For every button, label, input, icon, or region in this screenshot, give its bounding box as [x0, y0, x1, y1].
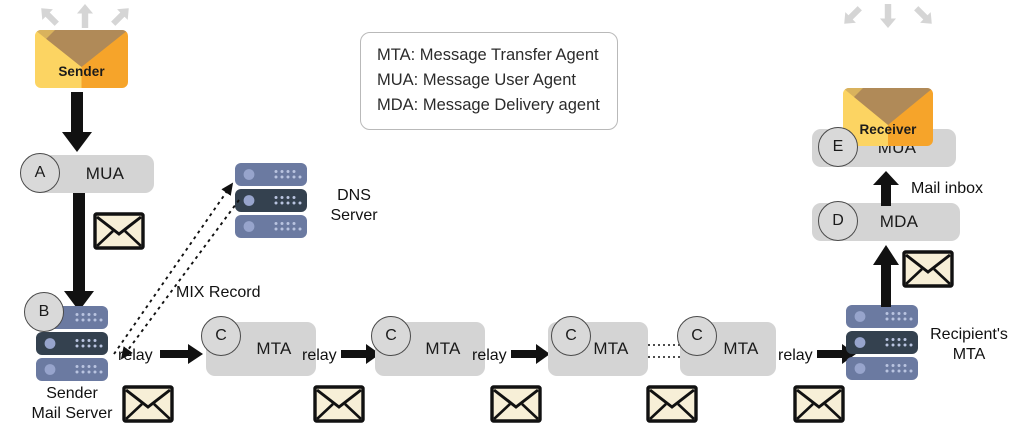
badge-e-text: E: [832, 138, 844, 155]
legend-line-1: MTA: Message Transfer Agent: [377, 46, 599, 64]
envelope-after-mua: [93, 212, 145, 250]
dns-server-label-line1: DNS: [337, 187, 371, 204]
node-mta-2-label: MTA: [425, 339, 461, 358]
badge-c-3-text: C: [565, 327, 577, 344]
relay-label-3: relay: [472, 347, 507, 364]
badge-c-2: C: [371, 316, 411, 356]
mx-record-label: MIX Record: [176, 284, 261, 301]
dns-server-icon: [235, 163, 307, 238]
badge-d: D: [818, 201, 858, 241]
sender-mail-server-icon: [36, 306, 108, 381]
receiver-incoming-arrows: [838, 2, 938, 30]
envelope-mta-4: [793, 385, 845, 423]
arrow-relay-3: [511, 342, 551, 366]
envelope-mta-3: [646, 385, 698, 423]
receiver-envelope-avatar: Receiver: [843, 88, 933, 146]
recipient-mta-label: Recipient's MTA: [922, 325, 1016, 365]
sender-envelope-avatar: Sender: [35, 30, 128, 88]
mta-chain-ellipsis: [648, 340, 680, 362]
legend-line-2: MUA: Message User Agent: [377, 71, 576, 89]
badge-a-text: A: [34, 164, 46, 181]
arrow-mda-to-mua: [871, 170, 901, 206]
recipient-mta-server-icon: [846, 305, 918, 380]
recipient-mta-label-line2: MTA: [952, 346, 986, 363]
sender-label: Sender: [58, 64, 105, 79]
dns-server-label-line2: Server: [330, 207, 378, 224]
sender-envelope-graphic: [35, 30, 128, 88]
badge-c-1: C: [201, 316, 241, 356]
sender-mail-server-label-line2: Mail Server: [31, 405, 113, 422]
sender-mail-server-label: Sender Mail Server: [12, 384, 132, 424]
envelope-mta-2: [490, 385, 542, 423]
mail-inbox-label: Mail inbox: [911, 180, 984, 197]
envelope-sender-mailserver: [122, 385, 174, 423]
node-mta-1-label: MTA: [256, 339, 292, 358]
arrow-mua-to-mailserver: [62, 193, 96, 313]
relay-label-2: relay: [302, 347, 337, 364]
abbreviation-legend: MTA: Message Transfer Agent MUA: Message…: [360, 32, 618, 130]
badge-c-1-text: C: [215, 327, 227, 344]
sender-outgoing-arrows: [33, 2, 138, 30]
dns-server-label: DNS Server: [315, 186, 393, 226]
sender-mail-server-label-line1: Sender: [46, 385, 98, 402]
envelope-recipient-mta: [902, 250, 954, 288]
node-mta-4-label: MTA: [723, 339, 759, 358]
badge-c-4: C: [677, 316, 717, 356]
node-mta-3-label: MTA: [593, 339, 629, 358]
arrow-relay-2: [341, 342, 381, 366]
arrow-relay-1: [160, 342, 204, 366]
arrow-recipientmta-to-mda: [871, 243, 901, 307]
badge-b: B: [24, 292, 64, 332]
arrow-sender-to-mua: [60, 92, 94, 154]
badge-d-text: D: [832, 212, 844, 229]
badge-a: A: [20, 153, 60, 193]
badge-e: E: [818, 127, 858, 167]
node-receiver-mda-label: MDA: [879, 212, 919, 231]
legend-line-3: MDA: Message Delivery agent: [377, 96, 600, 114]
relay-label-1: relay: [118, 347, 153, 364]
envelope-mta-1: [313, 385, 365, 423]
relay-label-4: relay: [778, 347, 813, 364]
recipient-mta-label-line1: Recipient's: [930, 326, 1008, 343]
node-sender-mua-label: MUA: [85, 164, 125, 183]
badge-c-2-text: C: [385, 327, 397, 344]
receiver-envelope-graphic: [843, 88, 933, 146]
badge-b-text: B: [38, 303, 50, 320]
badge-c-4-text: C: [691, 327, 703, 344]
badge-c-3: C: [551, 316, 591, 356]
receiver-label: Receiver: [859, 122, 917, 137]
dns-query-arrows: [108, 178, 248, 360]
